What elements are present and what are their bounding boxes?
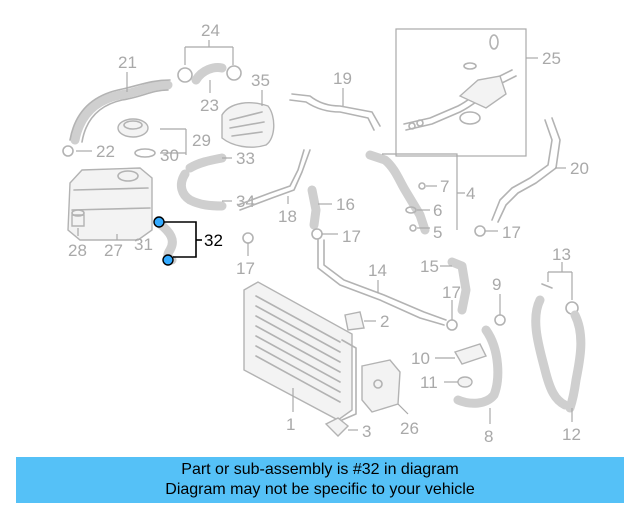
callout-19[interactable]: 19 — [333, 69, 352, 88]
part-27-reservoir[interactable] — [67, 167, 153, 241]
callout-13[interactable]: 13 — [552, 245, 571, 264]
part-30-seal[interactable] — [134, 148, 156, 158]
part-22-clamp[interactable] — [62, 145, 74, 157]
part-3-mount[interactable] — [324, 417, 350, 437]
part-6-oring[interactable] — [405, 206, 417, 214]
callout-26[interactable]: 26 — [400, 419, 419, 438]
part-1-radiator[interactable] — [243, 281, 357, 421]
callout-17a[interactable]: 17 — [236, 259, 255, 278]
part-26-bracket[interactable] — [361, 359, 401, 413]
callout-4[interactable]: 4 — [466, 184, 475, 203]
callout-18[interactable]: 18 — [278, 207, 297, 226]
callout-17c[interactable]: 17 — [502, 223, 521, 242]
part-35-cover[interactable] — [221, 102, 275, 148]
callout-3[interactable]: 3 — [362, 422, 371, 441]
parts-diagram: 21 24 23 35 29 30 22 27 2 — [62, 21, 589, 446]
callout-15[interactable]: 15 — [420, 257, 439, 276]
part-21-hose[interactable] — [69, 79, 173, 145]
part-11-sensor[interactable] — [457, 376, 473, 388]
part-28-sensor[interactable] — [71, 209, 85, 227]
caption-line-1: Part or sub-assembly is #32 in diagram — [181, 461, 459, 478]
part-17-clamp-d[interactable] — [446, 319, 458, 331]
part-34-hose[interactable] — [176, 169, 227, 211]
part-14-pipe[interactable] — [317, 239, 447, 326]
callout-10[interactable]: 10 — [411, 349, 430, 368]
part-2-bracket[interactable] — [344, 311, 365, 331]
part-29-cap[interactable] — [117, 118, 149, 138]
callout-14[interactable]: 14 — [368, 261, 387, 280]
callout-22[interactable]: 22 — [96, 142, 115, 161]
callout-1[interactable]: 1 — [286, 415, 295, 434]
part-15-hose[interactable] — [447, 257, 471, 315]
part-25-box — [395, 28, 527, 157]
part-25-assembly[interactable] — [403, 34, 517, 131]
part-33-hose[interactable] — [185, 153, 227, 173]
callout-5[interactable]: 5 — [433, 223, 442, 242]
part-10-bracket[interactable] — [453, 343, 487, 365]
callout-6[interactable]: 6 — [433, 201, 442, 220]
part-17-clamp-a[interactable] — [242, 232, 254, 244]
part-16-hose[interactable] — [307, 185, 321, 230]
callout-29[interactable]: 29 — [192, 131, 211, 150]
callout-31[interactable]: 31 — [134, 235, 153, 254]
leader-24 — [184, 40, 234, 65]
part-5-clip[interactable] — [409, 224, 417, 232]
callout-32[interactable]: 32 — [204, 231, 223, 250]
callout-16[interactable]: 16 — [336, 195, 355, 214]
part-7-fitting[interactable] — [418, 182, 426, 190]
callout-17d[interactable]: 17 — [442, 283, 461, 302]
part-4-pipe[interactable] — [365, 150, 430, 235]
callout-8[interactable]: 8 — [484, 427, 493, 446]
part-20-pipe[interactable] — [491, 117, 561, 223]
caption-banner: Part or sub-assembly is #32 in diagram D… — [16, 457, 624, 503]
part-23-hose[interactable] — [191, 63, 227, 85]
callout-28[interactable]: 28 — [68, 241, 87, 260]
part-18-pipe[interactable] — [237, 149, 311, 211]
caption-line-2: Diagram may not be specific to your vehi… — [165, 481, 475, 498]
part-17-clamp-c[interactable] — [474, 225, 486, 237]
callout-2[interactable]: 2 — [380, 312, 389, 331]
leader-26 — [397, 403, 409, 415]
part-9-clamp[interactable] — [494, 314, 506, 326]
callout-25[interactable]: 25 — [542, 49, 561, 68]
part-12-hose[interactable] — [531, 295, 586, 413]
callout-30[interactable]: 30 — [160, 146, 179, 165]
part-32-clamps[interactable] — [153, 216, 174, 266]
part-8-hose[interactable] — [453, 325, 503, 408]
callout-17b[interactable]: 17 — [342, 227, 361, 246]
callout-27[interactable]: 27 — [104, 241, 123, 260]
leader-13 — [547, 262, 573, 300]
callout-12[interactable]: 12 — [562, 425, 581, 444]
callout-35[interactable]: 35 — [251, 71, 270, 90]
callout-33[interactable]: 33 — [236, 149, 255, 168]
part-24-clamps[interactable] — [177, 65, 242, 83]
callout-23[interactable]: 23 — [200, 96, 219, 115]
callout-20[interactable]: 20 — [570, 159, 589, 178]
part-17-clamp-b[interactable] — [311, 228, 323, 240]
callout-9[interactable]: 9 — [492, 275, 501, 294]
leader-29 — [160, 128, 187, 155]
callout-11[interactable]: 11 — [420, 373, 438, 392]
leader-4 — [382, 153, 465, 230]
part-19-pipe[interactable] — [289, 93, 381, 131]
callout-7[interactable]: 7 — [440, 177, 449, 196]
callout-24[interactable]: 24 — [201, 21, 220, 40]
callout-21[interactable]: 21 — [118, 53, 137, 72]
